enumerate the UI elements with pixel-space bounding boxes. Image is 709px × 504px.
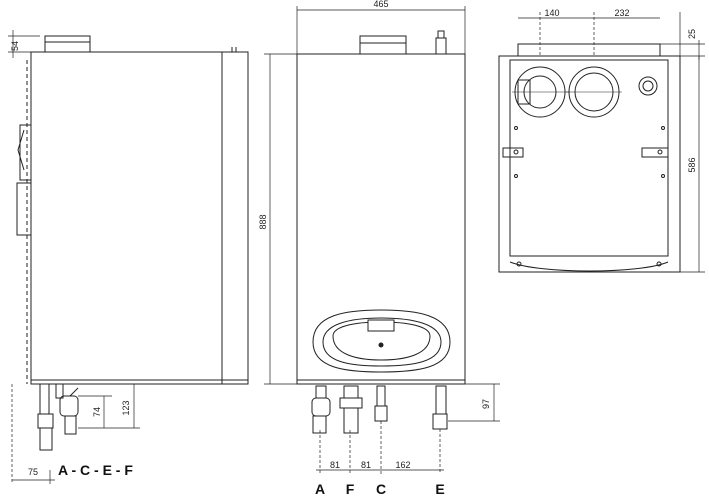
dim-side-123: 123: [121, 400, 131, 415]
side-valve: [59, 395, 79, 417]
dim-front-162: 162: [395, 460, 410, 470]
side-body: [30, 51, 249, 385]
side-pipe-1: [39, 383, 50, 415]
label-conn-f: F: [346, 481, 355, 497]
front-body: [296, 53, 466, 385]
front-view: [264, 6, 500, 474]
rear-small-opening: [638, 76, 658, 96]
dim-front-width: 465: [373, 0, 388, 9]
dim-front-81-b: 81: [361, 460, 371, 470]
label-conn-c: C: [376, 481, 386, 497]
dim-front-height: 888: [258, 214, 268, 229]
side-flue: [44, 35, 91, 53]
rear-plate: [509, 59, 669, 257]
dim-rear-586: 586: [687, 157, 697, 172]
side-connections-label: A - C - E - F: [58, 462, 133, 478]
conn-e-pipe: [432, 413, 448, 430]
dim-side-bottom-width: 75: [28, 467, 38, 477]
label-conn-a: A: [315, 481, 325, 497]
dim-rear-25: 25: [687, 29, 697, 39]
dim-rear-232: 232: [614, 8, 629, 18]
dim-side-top: 54: [10, 41, 20, 51]
dim-front-97: 97: [481, 399, 491, 409]
control-panel: [312, 309, 451, 373]
conn-a-valve: [311, 397, 331, 417]
side-view: [8, 30, 249, 484]
conn-f-valve: [339, 397, 363, 409]
dim-rear-140: 140: [544, 8, 559, 18]
front-right-fitting: [435, 37, 447, 55]
label-conn-e: E: [435, 481, 444, 497]
front-flue: [359, 35, 407, 57]
rear-bracket-right: [641, 147, 669, 158]
rear-view: [498, 12, 705, 273]
dim-side-74: 74: [92, 407, 102, 417]
dim-front-81-a: 81: [330, 460, 340, 470]
control-display: [367, 319, 395, 332]
rear-bracket-left: [502, 147, 524, 158]
side-upper-bracket: [19, 124, 31, 181]
conn-c-pipe: [374, 405, 388, 422]
side-lower-bracket: [16, 182, 31, 236]
